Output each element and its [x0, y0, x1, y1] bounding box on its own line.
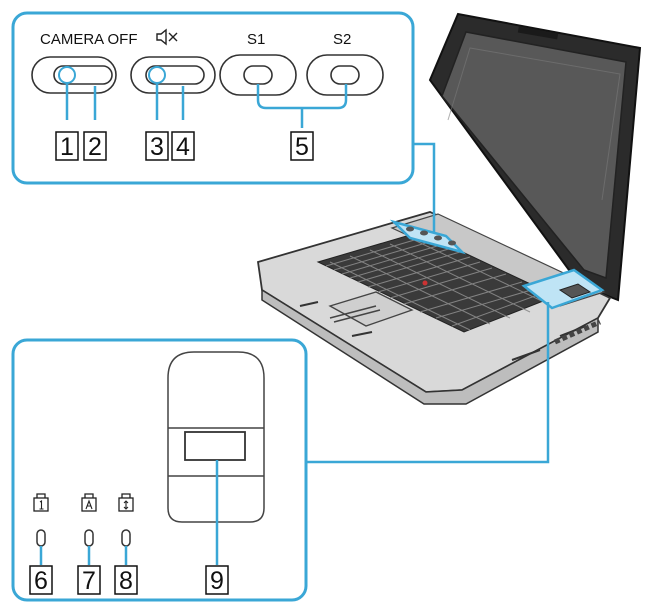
touchpad-buttons [329, 305, 381, 323]
callout-6: 6 [29, 565, 53, 595]
connector-top [414, 142, 436, 232]
svg-text:2: 2 [88, 133, 102, 161]
camera-off-switch[interactable] [31, 56, 117, 94]
laptop-screen [441, 31, 627, 280]
svg-text:1: 1 [60, 133, 74, 161]
callout-9: 9 [205, 565, 229, 595]
callout-2: 2 [83, 131, 107, 161]
s2-button[interactable] [306, 54, 384, 96]
speaker-mute-icon [156, 28, 178, 46]
callout-3: 3 [145, 131, 169, 161]
callout-8: 8 [114, 565, 138, 595]
callout-1: 1 [55, 131, 79, 161]
scroll-lock-indicator [121, 529, 131, 547]
svg-text:5: 5 [295, 133, 309, 161]
bottom-panel-frame [11, 338, 308, 602]
laptop [256, 12, 642, 405]
s2-label: S2 [333, 31, 351, 48]
svg-text:3: 3 [150, 133, 164, 161]
scroll-lock-icon [118, 493, 134, 512]
callout-7: 7 [77, 565, 101, 595]
s1-label: S1 [247, 31, 265, 48]
top-panel: CAMERA OFF S1 S2 [11, 11, 415, 185]
svg-text:8: 8 [119, 567, 133, 595]
svg-text:4: 4 [176, 133, 190, 161]
bottom-panel: 6 7 8 9 [11, 338, 308, 602]
mute-switch[interactable] [130, 56, 216, 94]
num-lock-icon [33, 493, 49, 512]
connector-bottom [306, 302, 550, 464]
svg-text:7: 7 [82, 567, 96, 595]
svg-text:6: 6 [34, 567, 48, 595]
fingerprint-sensor [558, 283, 592, 299]
callout-5: 5 [290, 131, 314, 161]
camera-off-label: CAMERA OFF [40, 31, 138, 48]
top-panel-frame [11, 11, 415, 185]
touchpad [328, 291, 414, 327]
fingerprint-sensor-detail [184, 431, 246, 461]
caps-lock-icon [81, 493, 97, 512]
s1-button[interactable] [219, 54, 297, 96]
caps-lock-indicator [84, 529, 94, 547]
num-lock-indicator [36, 529, 46, 547]
callout-4: 4 [171, 131, 195, 161]
svg-text:9: 9 [210, 567, 224, 595]
leader-5 [256, 84, 348, 128]
